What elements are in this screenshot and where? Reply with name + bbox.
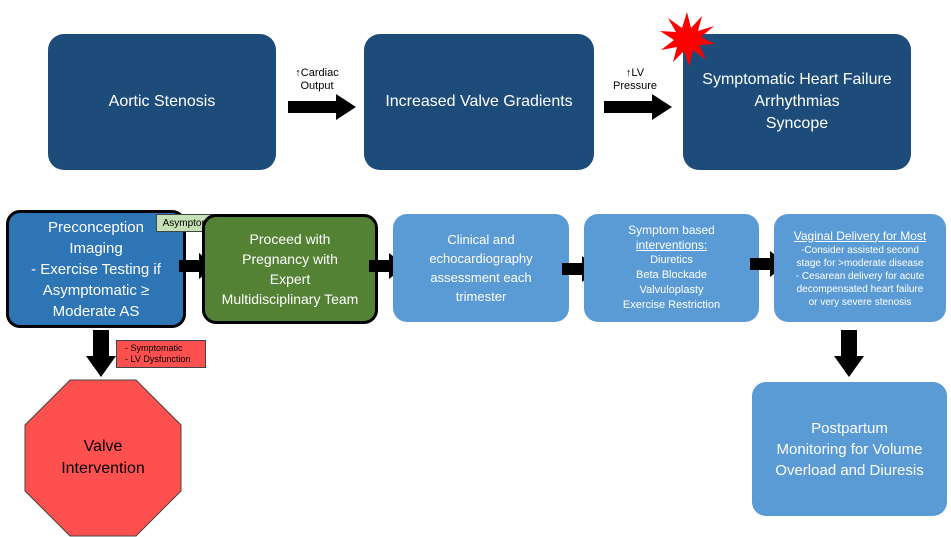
arrow-down-2-icon — [834, 330, 864, 377]
lv-pressure-label: ↑LV Pressure — [612, 67, 658, 92]
starburst-icon — [660, 12, 715, 66]
arrow-down-1-icon — [86, 330, 116, 377]
aortic-stenosis-box: Aortic Stenosis — [48, 34, 276, 170]
valve-intervention-stop-icon — [24, 379, 182, 537]
interventions-box: Symptom based interventions: Diuretics B… — [584, 214, 759, 322]
cardiac-output-label: ↑Cardiac Output — [295, 67, 339, 92]
outcome-heart-failure: Symptomatic Heart Failure — [702, 71, 892, 88]
arrow-right-1-icon — [288, 94, 356, 120]
pregnancy-box: Proceed with Pregnancy with Expert Multi… — [202, 214, 378, 324]
valve-intervention-label: Valve Intervention — [61, 438, 145, 477]
aortic-stenosis-label: Aortic Stenosis — [108, 93, 216, 110]
delivery-box: Vaginal Delivery for Most -Consider assi… — [774, 214, 946, 322]
postpartum-box: Postpartum Monitoring for Volume Overloa… — [752, 382, 947, 516]
outcome-arrhythmias: Arrhythmias — [754, 93, 840, 110]
increased-gradients-label: Increased Valve Gradients — [385, 93, 573, 110]
arrow-right-2-icon — [604, 94, 672, 120]
outcome-syncope: Syncope — [765, 115, 829, 132]
assessment-box: Clinical and echocardiography assessment… — [393, 214, 569, 322]
contraindications-tag: - Symptomatic - LV Dysfunction — [116, 340, 206, 368]
increased-gradients-box: Increased Valve Gradients — [364, 34, 594, 170]
outcomes-box: Symptomatic Heart Failure Arrhythmias Sy… — [683, 34, 911, 170]
